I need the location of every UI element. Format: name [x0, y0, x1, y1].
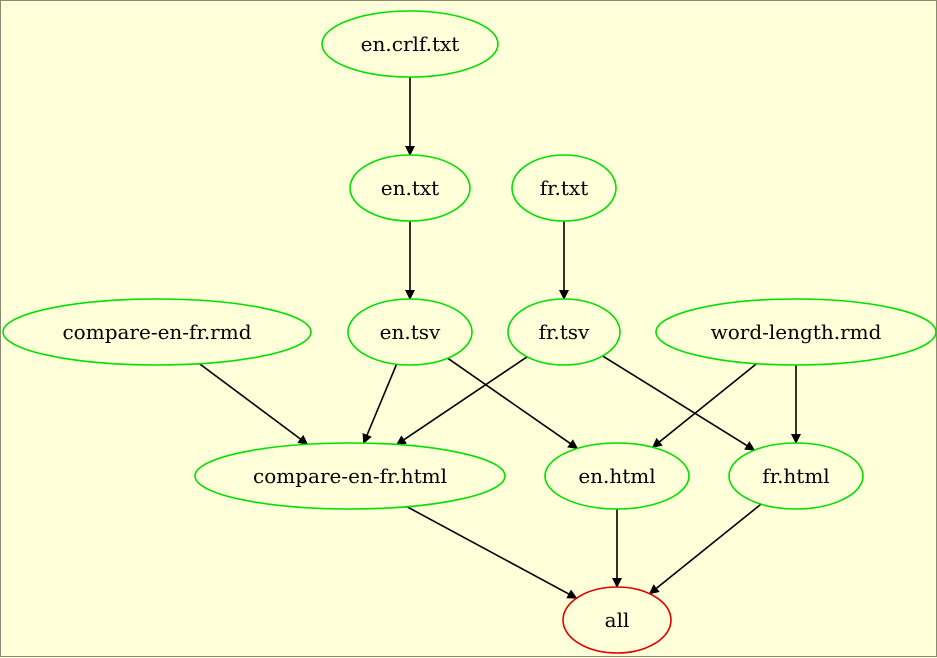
node-label: compare-en-fr.html	[253, 464, 447, 488]
node-label: fr.html	[762, 464, 829, 488]
edge-en-tsv-to-compare-en-fr-html	[362, 363, 398, 445]
node-label: fr.txt	[540, 176, 588, 200]
node-ellipse	[507, 298, 621, 366]
node-label: all	[605, 608, 630, 632]
node-en-txt[interactable]: en.txt	[349, 154, 471, 222]
node-ellipse	[321, 10, 499, 78]
node-label: en.html	[578, 464, 655, 488]
node-ellipse	[655, 298, 937, 366]
node-label: fr.tsv	[539, 320, 590, 344]
node-all[interactable]: all	[562, 586, 672, 654]
edge-fr-tsv-to-compare-en-fr-html	[395, 356, 528, 446]
edge-compare-en-fr-rmd-to-compare-en-fr-html	[199, 363, 309, 445]
edge-word-length-rmd-to-en-html	[651, 363, 758, 448]
node-label: en.crlf.txt	[361, 32, 460, 56]
edge-fr-html-to-all	[648, 503, 762, 595]
node-ellipse	[511, 154, 617, 222]
edge-compare-en-fr-html-to-all	[406, 505, 578, 599]
node-fr-html[interactable]: fr.html	[728, 442, 864, 510]
node-compare-en-fr-rmd[interactable]: compare-en-fr.rmd	[2, 298, 312, 366]
node-compare-en-fr-html[interactable]: compare-en-fr.html	[194, 442, 506, 510]
node-label: compare-en-fr.rmd	[62, 320, 251, 344]
node-word-length-rmd[interactable]: word-length.rmd	[655, 298, 937, 366]
node-ellipse	[194, 442, 506, 510]
node-ellipse	[2, 298, 312, 366]
node-label: en.tsv	[380, 320, 441, 344]
node-en-html[interactable]: en.html	[544, 442, 690, 510]
node-label: word-length.rmd	[711, 320, 882, 344]
edge-en-tsv-to-en-html	[447, 357, 579, 450]
node-ellipse	[349, 154, 471, 222]
node-label: en.txt	[381, 176, 439, 200]
node-ellipse	[544, 442, 690, 510]
edge-fr-tsv-to-fr-html	[602, 355, 756, 451]
node-fr-tsv[interactable]: fr.tsv	[507, 298, 621, 366]
node-en-crlf-txt[interactable]: en.crlf.txt	[321, 10, 499, 78]
node-ellipse	[728, 442, 864, 510]
node-ellipse	[347, 298, 473, 366]
node-ellipse	[562, 586, 672, 654]
node-fr-txt[interactable]: fr.txt	[511, 154, 617, 222]
node-en-tsv[interactable]: en.tsv	[347, 298, 473, 366]
